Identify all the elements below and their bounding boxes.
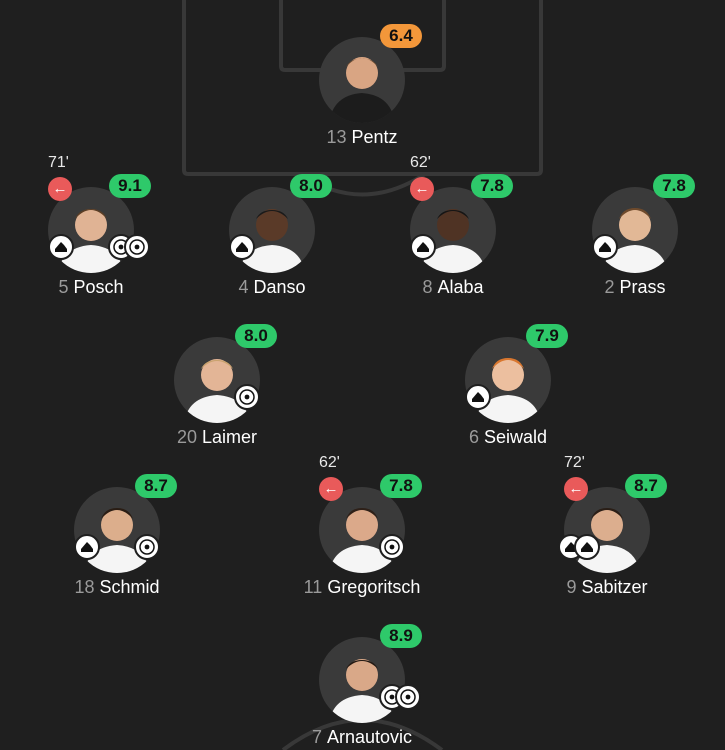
boot-icon [574,534,600,560]
sub-off-arrow-left-icon: ← [319,477,343,501]
player-photo [229,187,315,273]
rating-badge: 7.9 [526,324,568,348]
player-photo [564,487,650,573]
boot-icon [410,234,436,260]
sub-minute: 62' [410,154,431,171]
boot-icon [229,234,255,260]
sub-minute: 72' [564,454,585,471]
rating-badge: 7.8 [653,174,695,198]
rating-badge: 9.1 [109,174,151,198]
penalty-box [182,0,543,176]
ball-icon [379,534,405,560]
player-photo [74,487,160,573]
rating-badge: 7.8 [380,474,422,498]
ball-icon [134,534,160,560]
rating-badge: 8.9 [380,624,422,648]
rating-badge: 8.7 [135,474,177,498]
sub-off-arrow-left-icon: ← [410,177,434,201]
boot-icon [74,534,100,560]
rating-badge: 8.7 [625,474,667,498]
player-photo [465,337,551,423]
rating-badge: 8.0 [290,174,332,198]
player-photo [319,637,405,723]
player-photo [319,37,405,123]
boot-icon [48,234,74,260]
sub-minute: 62' [319,454,340,471]
player-photo [592,187,678,273]
boot-icon [465,384,491,410]
rating-badge: 6.4 [380,24,422,48]
ball-icon [234,384,260,410]
ball-icon [395,684,421,710]
sub-off-arrow-left-icon: ← [564,477,588,501]
sub-minute: 71' [48,154,69,171]
ball-icon [124,234,150,260]
sub-off-arrow-left-icon: ← [48,177,72,201]
player-photo [174,337,260,423]
player-photo [319,487,405,573]
rating-badge: 8.0 [235,324,277,348]
rating-badge: 7.8 [471,174,513,198]
boot-icon [592,234,618,260]
